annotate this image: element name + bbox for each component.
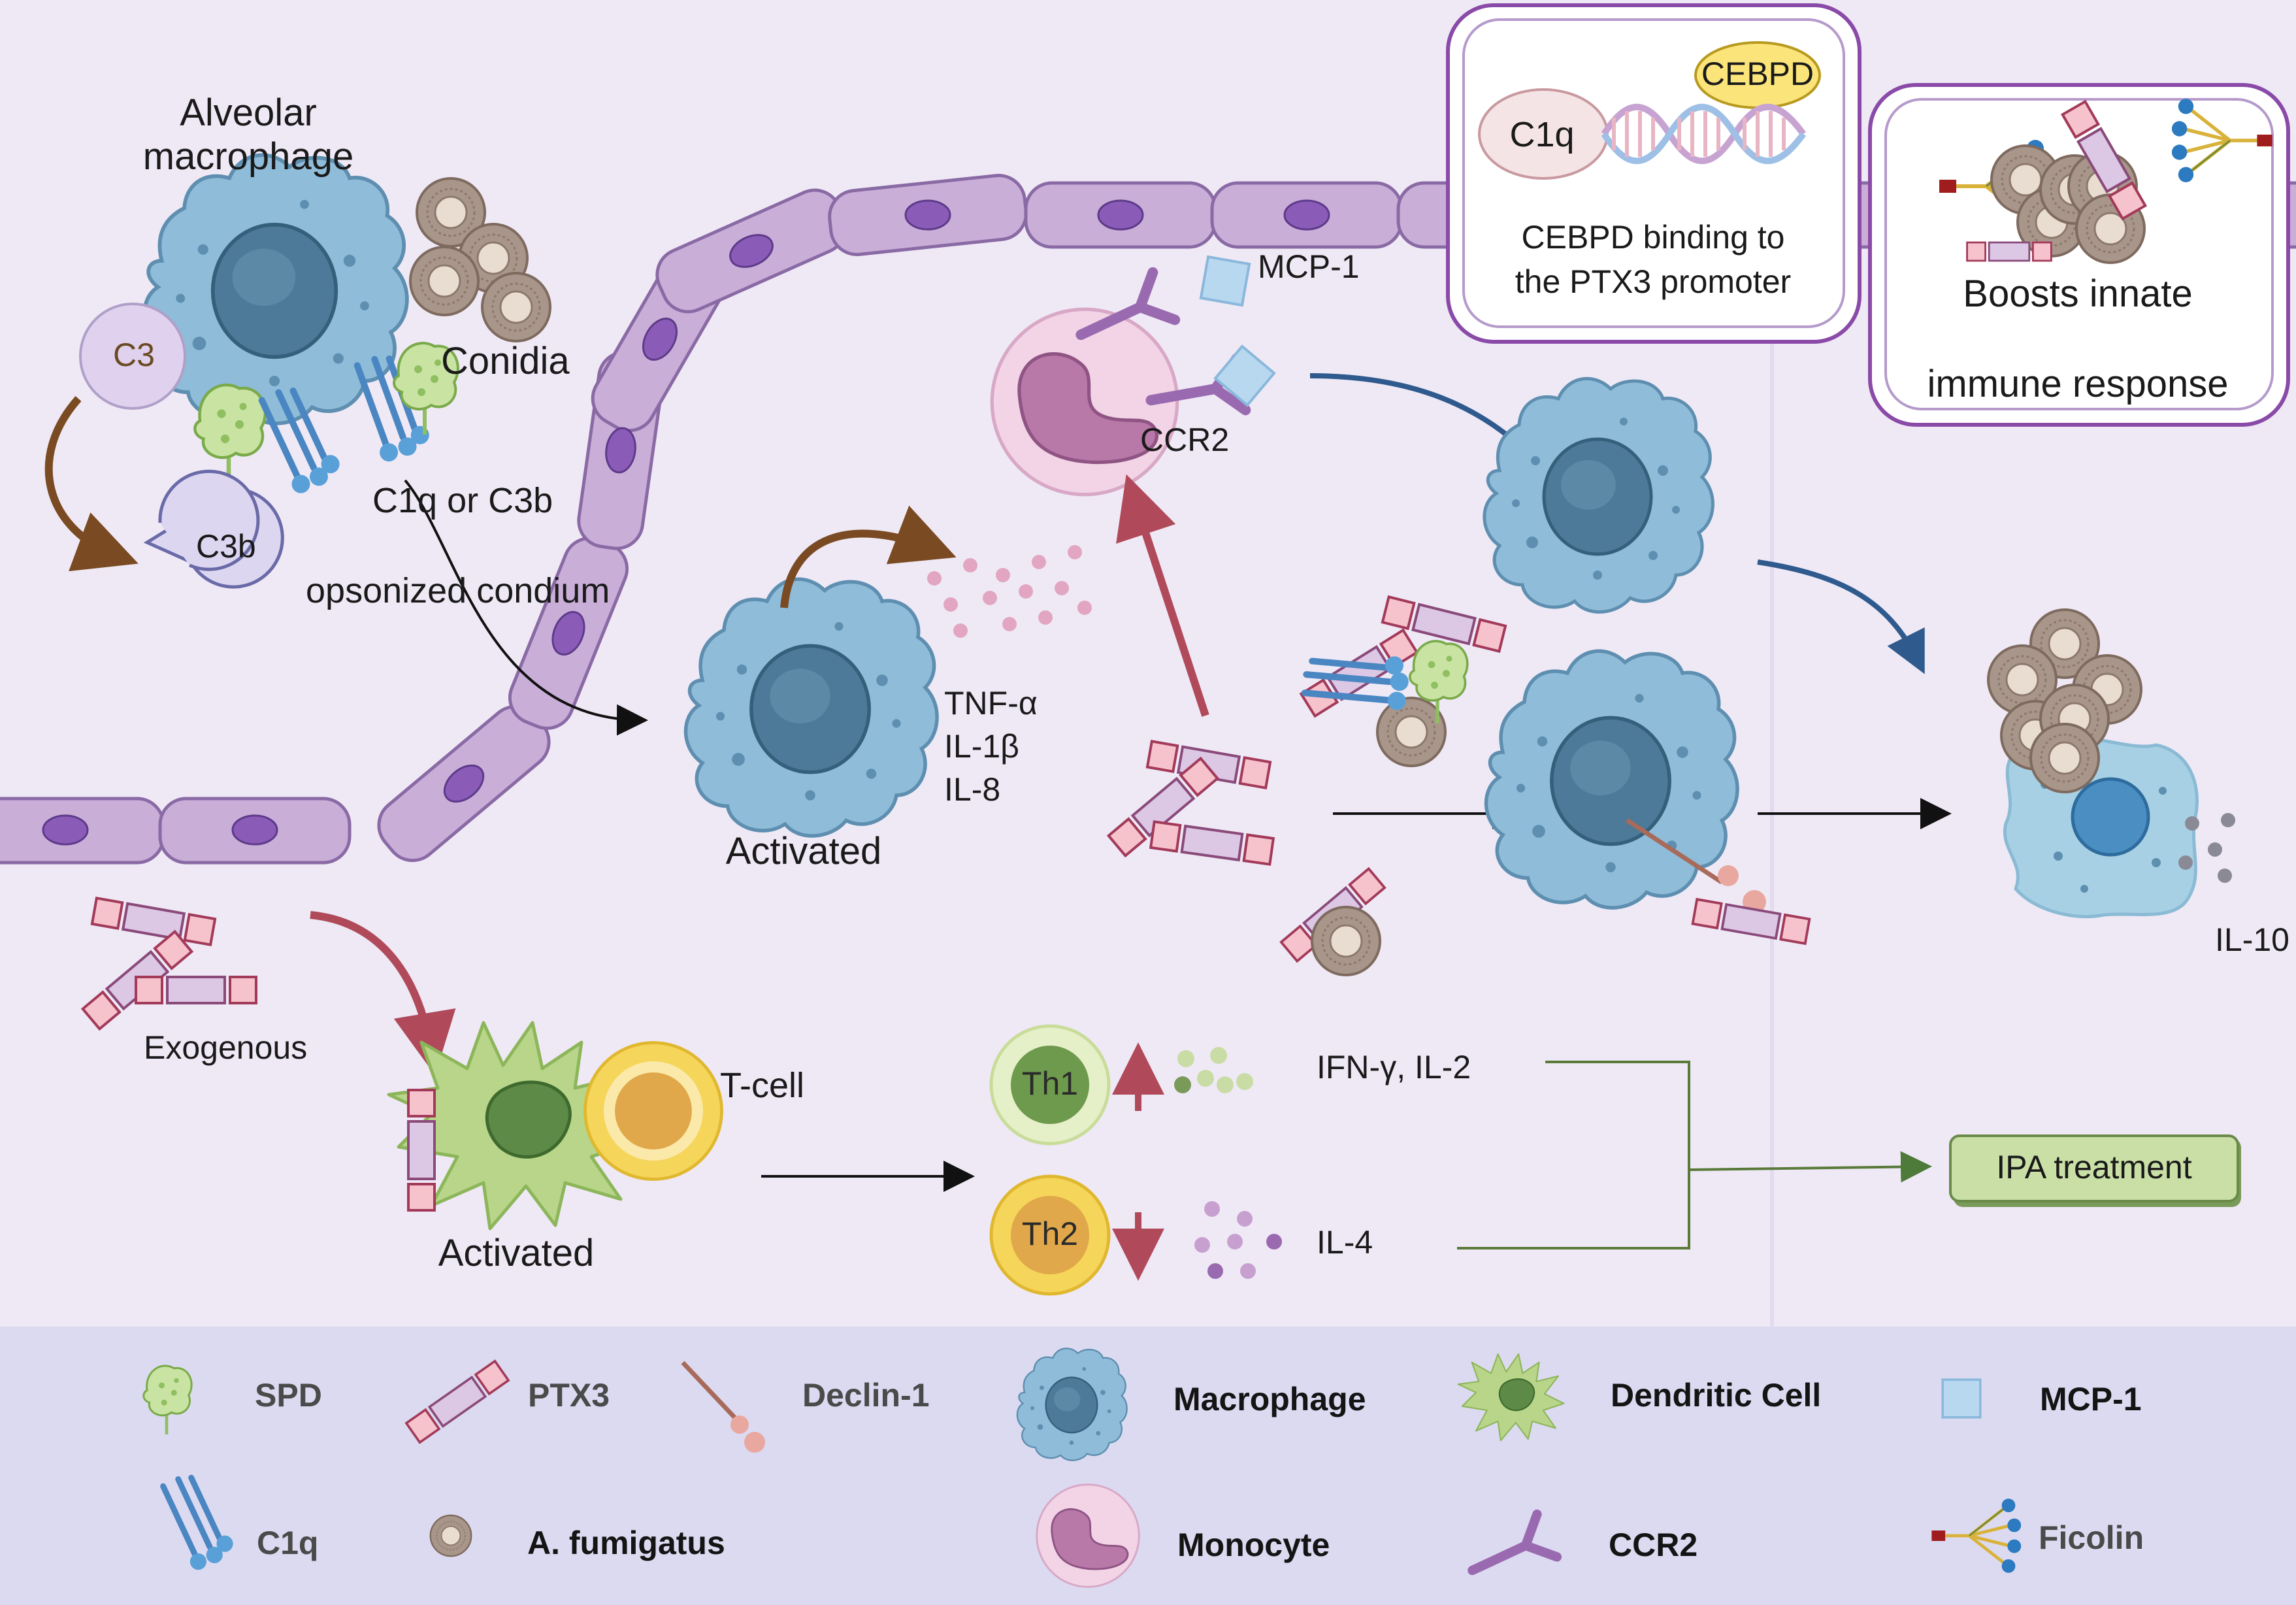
label-th2: Th2 [1021,1216,1079,1252]
label-ifn-il2: IFN-γ, IL-2 [1317,1049,1471,1085]
label-ipa-treatment: IPA treatment [1996,1149,2192,1185]
legend-macrophage: Macrophage [1173,1381,1366,1417]
label-conidia: Conidia [441,340,570,382]
label-cebpd: CEBPD [1701,56,1814,92]
label-ccr2: CCR2 [1140,422,1230,458]
label-boosts-innate: Boosts innate [1963,273,2193,315]
legend-ptx3: PTX3 [528,1377,610,1414]
label-c3: C3 [113,337,155,373]
label-activated-dc: Activated [438,1232,595,1274]
label-tcell: T-cell [720,1066,805,1105]
label-mcp1: MCP-1 [1258,248,1360,285]
label-alveolar-macrophage: Alveolar macrophage [142,91,354,178]
legend-mcp1: MCP-1 [2040,1381,2142,1417]
label-il10: IL-10 [2215,921,2289,958]
label-exogenous: Exogenous [144,1029,308,1066]
legend-ficolin: Ficolin [2039,1519,2144,1556]
label-c1q-gene: C1q [1509,115,1575,154]
legend-dendritic-cell: Dendritic Cell [1611,1377,1822,1414]
label-th1: Th1 [1021,1065,1079,1102]
legend-declin1: Declin-1 [802,1377,930,1414]
label-activated-macrophage: Activated [725,830,882,872]
legend-monocyte: Monocyte [1177,1527,1330,1563]
label-immune-response: immune response [1927,363,2229,405]
legend-spd: SPD [255,1377,322,1414]
label-cebpd-binding: CEBPD binding to the PTX3 promoter [1515,219,1792,300]
legend-c1q: C1q [257,1525,319,1561]
label-cytokines: TNF-α IL-1β IL-8 [944,685,1038,808]
legend-a-fumigatus: A. fumigatus [527,1525,725,1561]
label-opsonized-conidium: opsonized condium [306,571,610,610]
legend-icons [140,1348,2022,1591]
legend-ccr2: CCR2 [1609,1527,1698,1563]
label-c1q-or-c3b: C1q or C3b [372,481,553,520]
dna-helix-graphic [1478,41,1821,180]
label-c3b: C3b [196,528,256,565]
label-il4: IL-4 [1317,1224,1373,1261]
